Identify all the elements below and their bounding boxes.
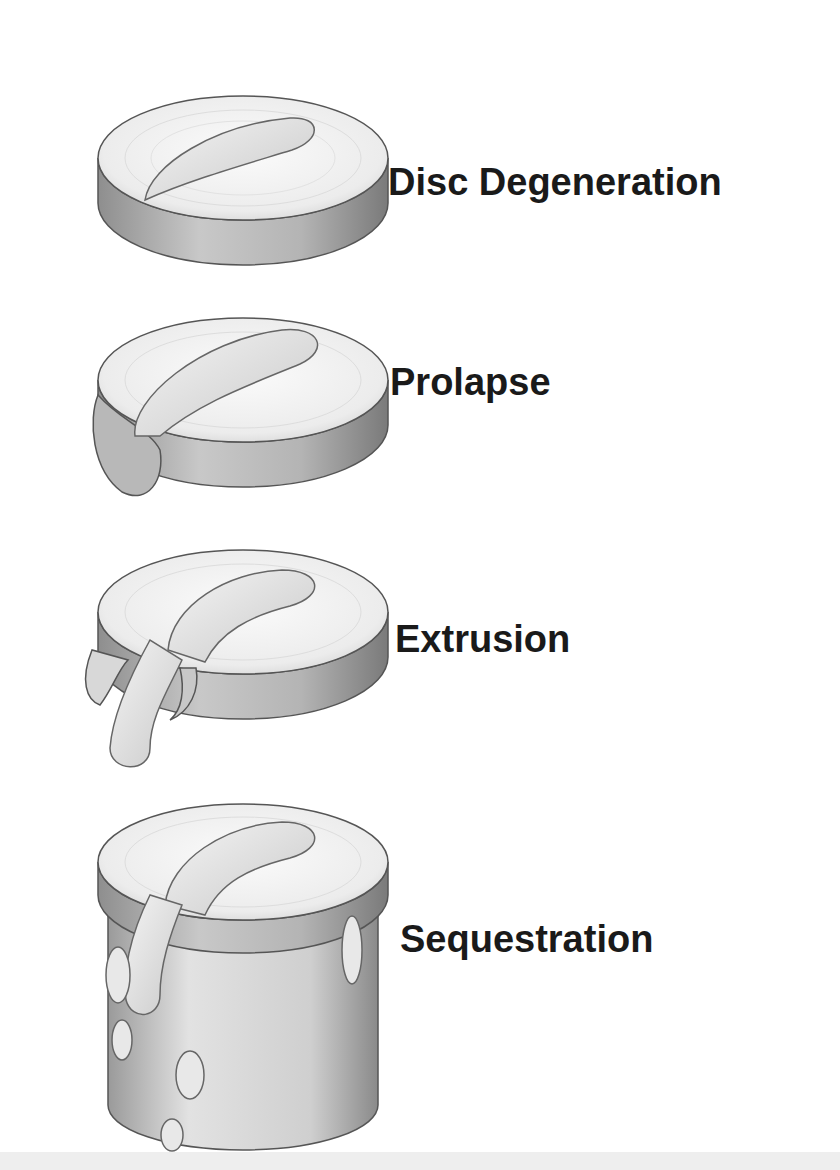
extruded-disc-part [168, 570, 315, 662]
prolapsed-disc [93, 318, 388, 496]
stage-label: Disc Degeneration [388, 161, 722, 205]
sequestered-disc-part [112, 1020, 132, 1060]
degenerated-disc-part [98, 96, 388, 220]
prolapsed-disc-part [98, 318, 388, 442]
sequestered-disc-part [125, 895, 182, 1015]
sequestered-disc-part [176, 1051, 204, 1099]
extruded-disc [86, 550, 388, 767]
prolapsed-disc-part [135, 330, 318, 436]
bottom-bar [0, 1152, 840, 1170]
stage-label: Sequestration [400, 918, 653, 962]
sequestered-disc-part [106, 947, 130, 1003]
extruded-disc-part [110, 640, 182, 767]
degenerated-disc-part [125, 110, 361, 206]
sequestered-disc [98, 804, 388, 1151]
degenerated-disc-part [145, 118, 314, 200]
sequestered-disc-part [165, 822, 315, 915]
sequestered-disc-part [98, 804, 388, 920]
stage-label: Extrusion [395, 618, 570, 662]
stage-label: Prolapse [390, 361, 551, 405]
sequestered-disc-part [342, 916, 362, 984]
degenerated-disc [98, 96, 388, 265]
extruded-disc-part [86, 650, 128, 705]
sequestered-disc-part [161, 1119, 183, 1151]
